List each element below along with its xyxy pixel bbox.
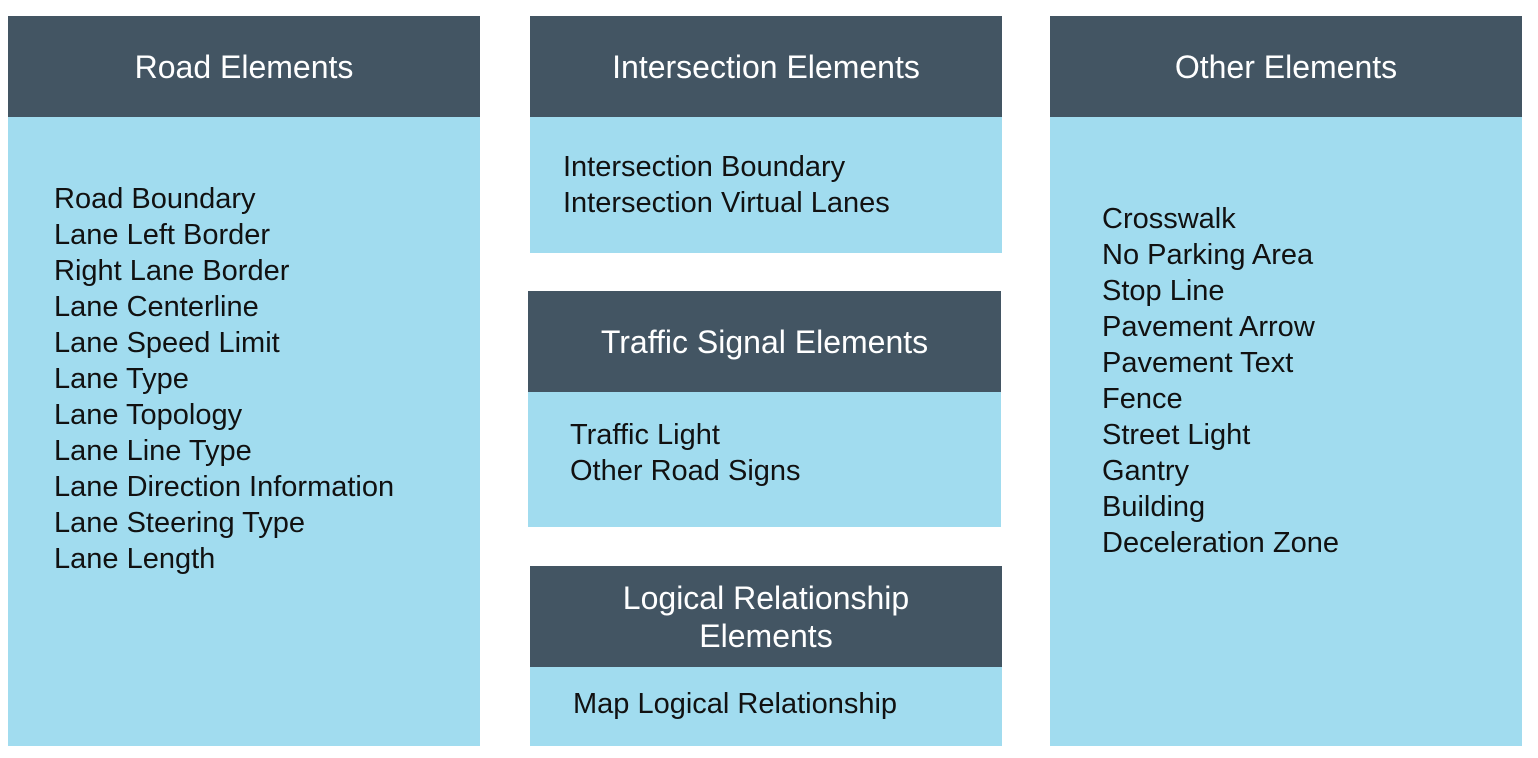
logical-relationship-title-line2: Elements	[699, 617, 833, 654]
other-elements-title: Other Elements	[1174, 48, 1398, 85]
logical-relationship-elements-list: Map Logical Relationship	[573, 686, 897, 722]
list-item: Fence	[1102, 383, 1183, 415]
list-item: Intersection Virtual Lanes	[563, 187, 890, 219]
list-item: Other Road Signs	[570, 455, 801, 487]
list-item: Lane Length	[54, 543, 216, 575]
traffic-signal-elements-header: Traffic Signal Elements	[528, 291, 1001, 392]
list-item: Pavement Text	[1102, 347, 1294, 379]
list-item: No Parking Area	[1102, 239, 1314, 271]
list-item: Stop Line	[1102, 275, 1225, 307]
list-item: Lane Steering Type	[54, 507, 305, 539]
list-item: Lane Speed Limit	[54, 327, 280, 359]
list-item: Intersection Boundary	[563, 151, 846, 183]
road-elements-title: Road Elements	[134, 48, 354, 85]
list-item: Pavement Arrow	[1102, 311, 1315, 343]
list-item: Street Light	[1102, 419, 1251, 451]
intersection-elements-list: Intersection Boundary Intersection Virtu…	[563, 149, 890, 221]
list-item: Map Logical Relationship	[573, 688, 898, 720]
list-item: Crosswalk	[1102, 203, 1236, 235]
list-item: Lane Centerline	[54, 291, 259, 323]
list-item: Gantry	[1102, 455, 1190, 487]
intersection-elements-title: Intersection Elements	[612, 48, 920, 85]
list-item: Lane Topology	[54, 399, 243, 431]
list-item: Deceleration Zone	[1102, 527, 1339, 559]
list-item: Road Boundary	[54, 183, 256, 215]
traffic-signal-elements-list: Traffic Light Other Road Signs	[570, 417, 801, 489]
list-item: Lane Line Type	[54, 435, 252, 467]
list-item: Right Lane Border	[54, 255, 290, 287]
list-item: Building	[1102, 491, 1206, 523]
other-elements-list: Crosswalk No Parking Area Stop Line Pave…	[1102, 201, 1339, 561]
road-elements-list: Road Boundary Lane Left Border Right Lan…	[54, 181, 394, 577]
list-item: Lane Direction Information	[54, 471, 395, 503]
logical-relationship-elements-title: Logical Relationship Elements	[623, 579, 909, 655]
other-elements-header: Other Elements	[1050, 16, 1522, 117]
logical-relationship-elements-card: Logical Relationship Elements Map Logica…	[530, 566, 1002, 746]
traffic-signal-elements-card: Traffic Signal Elements Traffic Light Ot…	[528, 291, 1001, 527]
road-elements-header: Road Elements	[8, 16, 480, 117]
list-item: Lane Left Border	[54, 219, 271, 251]
list-item: Lane Type	[54, 363, 189, 395]
intersection-elements-card: Intersection Elements Intersection Bound…	[530, 16, 1002, 253]
logical-relationship-elements-header: Logical Relationship Elements	[530, 566, 1002, 667]
logical-relationship-title-line1: Logical Relationship	[622, 579, 910, 616]
traffic-signal-elements-title: Traffic Signal Elements	[600, 323, 929, 360]
other-elements-card: Other Elements Crosswalk No Parking Area…	[1050, 16, 1522, 746]
list-item: Traffic Light	[570, 419, 720, 451]
road-elements-card: Road Elements Road Boundary Lane Left Bo…	[8, 16, 480, 746]
intersection-elements-header: Intersection Elements	[530, 16, 1002, 117]
